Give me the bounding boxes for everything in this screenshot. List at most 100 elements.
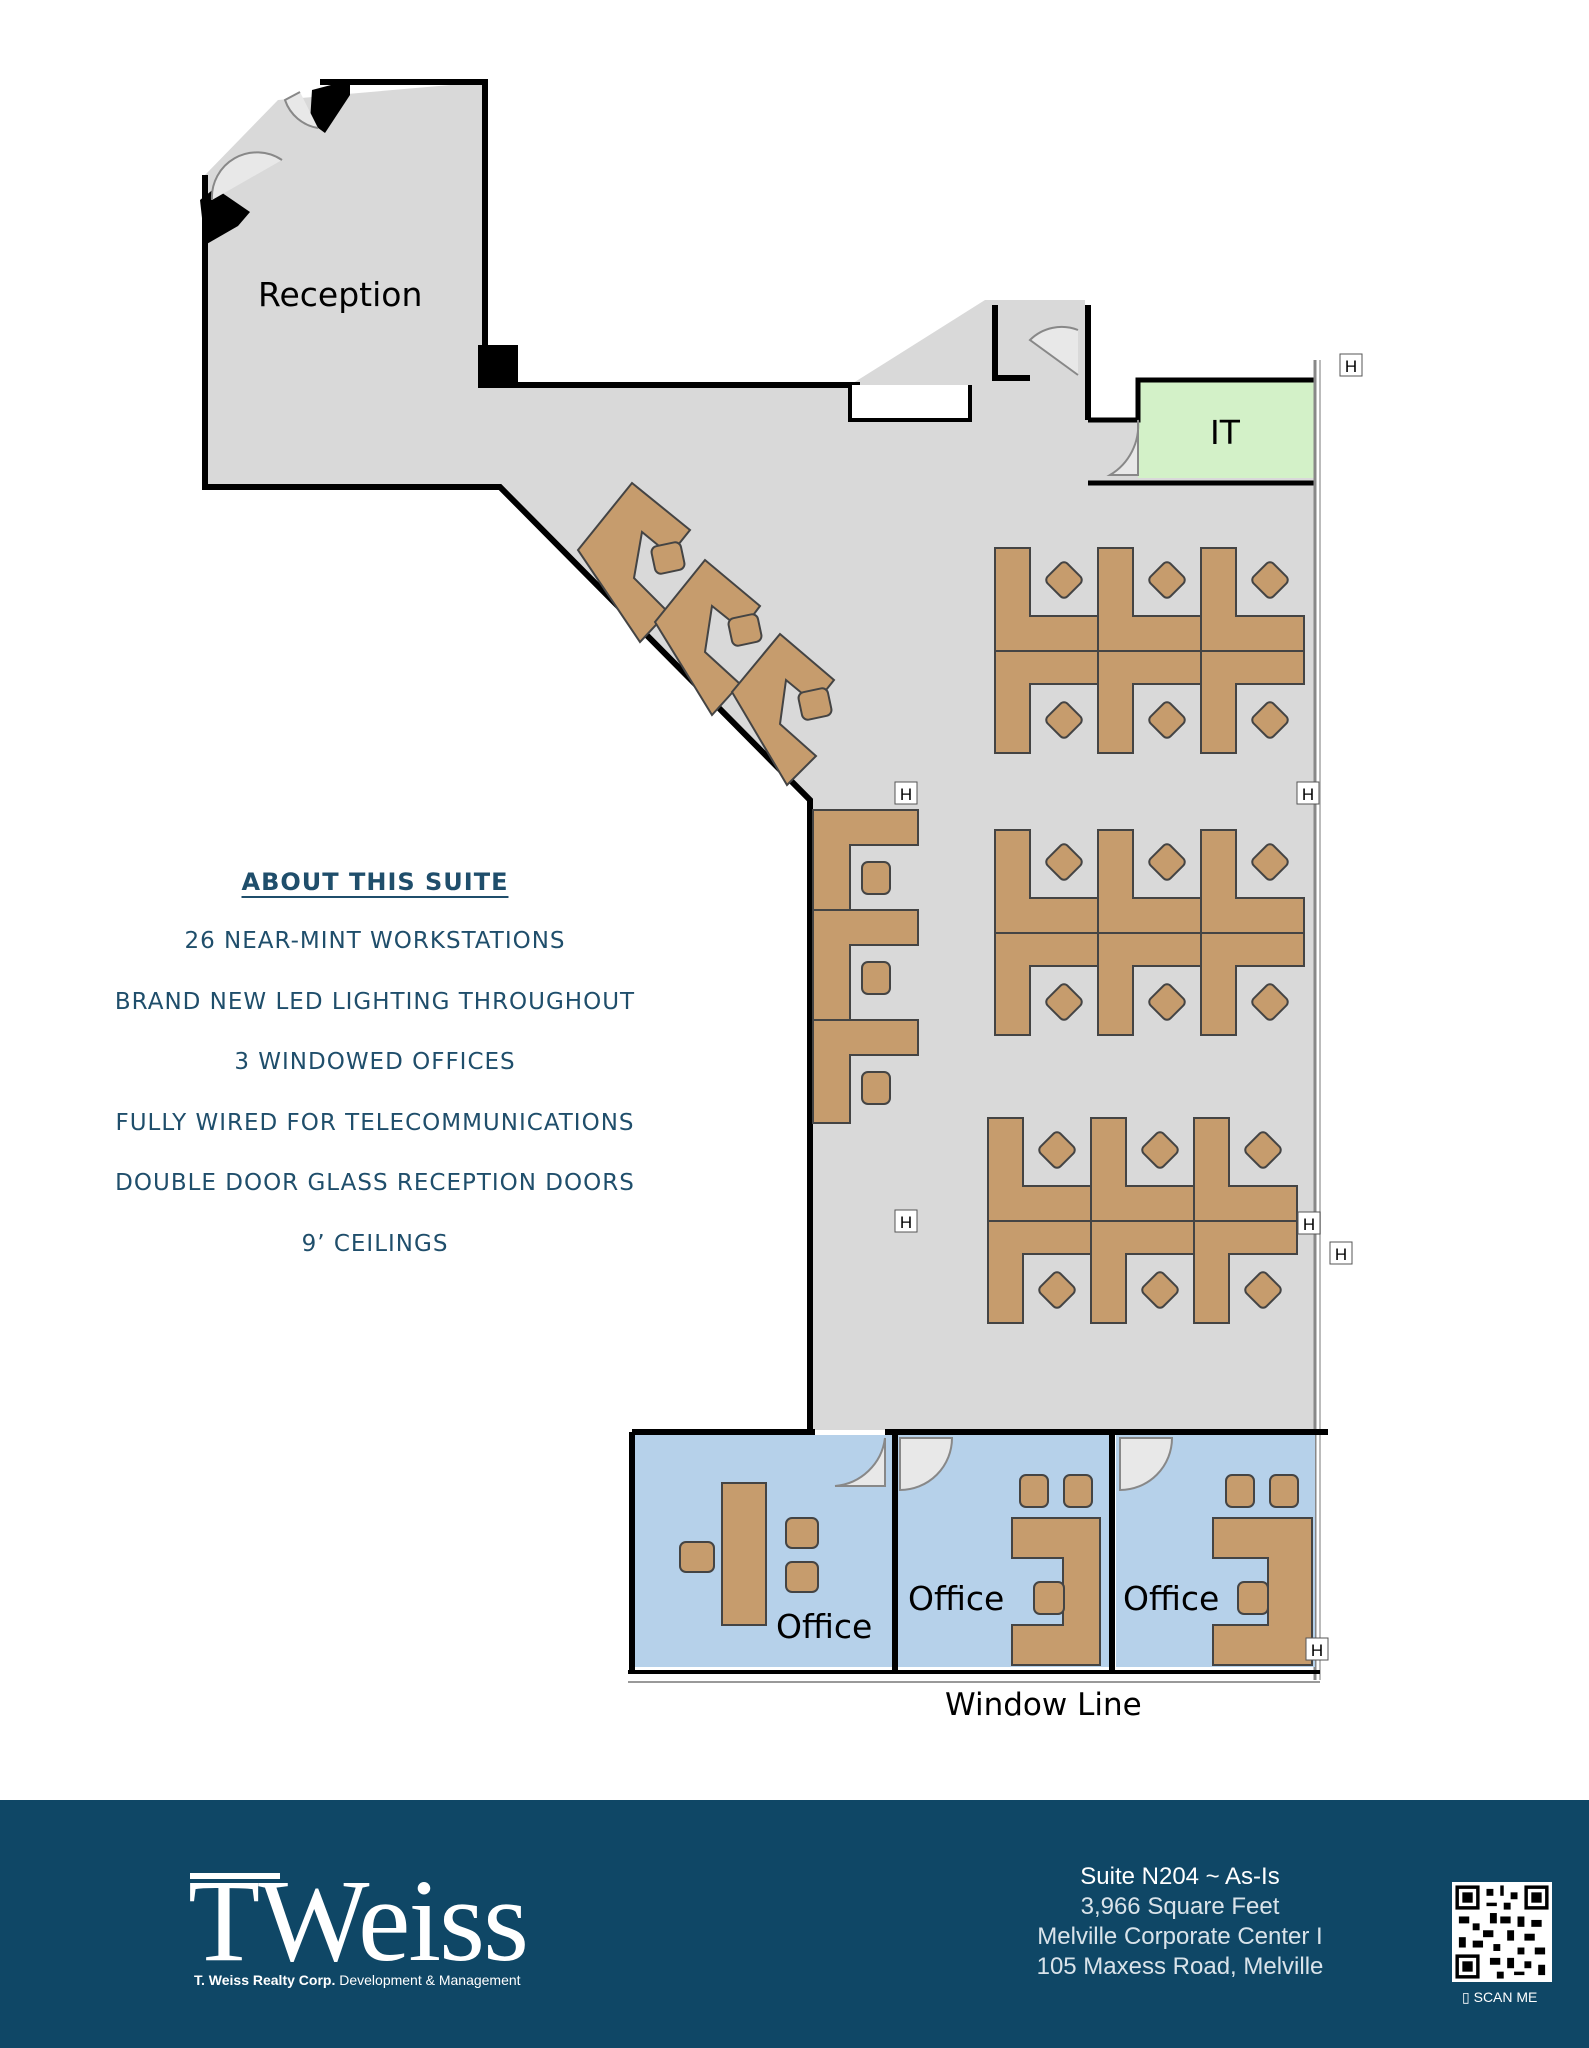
- company-tagline: Development & Management: [339, 1972, 521, 1988]
- workstation-chair: [1045, 983, 1083, 1021]
- scan-me-text: SCAN ME: [1473, 1989, 1538, 2005]
- office-3-door-arc: [1119, 1437, 1174, 1492]
- about-feature: DOUBLE DOOR GLASS RECEPTION DOORS: [115, 1170, 635, 1196]
- window-line-label: Window Line: [945, 1687, 1142, 1723]
- reception-top-wall: [320, 79, 860, 388]
- workstation-chair: [650, 541, 686, 575]
- workstation: [1200, 932, 1305, 1036]
- office-2-door-arc: [899, 1437, 954, 1492]
- workstation: [1200, 650, 1305, 754]
- office-walls: [629, 1429, 1328, 1672]
- office-1-chair: [679, 1541, 715, 1573]
- reception-label: Reception: [258, 275, 422, 314]
- heat-marker-label: H: [900, 1213, 912, 1232]
- about-feature: 9’ CEILINGS: [301, 1230, 449, 1257]
- office-3-chair: [1269, 1474, 1299, 1508]
- workstation-chair: [1141, 1131, 1179, 1169]
- heat-marker-label: H: [1311, 1641, 1323, 1660]
- workstation-chair: [1244, 1131, 1282, 1169]
- top-nook-wall: [992, 305, 1030, 381]
- top-door-arc: [1028, 325, 1079, 376]
- diagonal-workstations: [576, 481, 836, 787]
- workstation-chair: [861, 961, 891, 995]
- top-closet: [848, 385, 972, 422]
- office-3-chair: [1237, 1581, 1269, 1615]
- workstation-chair: [797, 687, 833, 721]
- suite-title: Suite N204 ~ As-Is: [1080, 1863, 1280, 1890]
- it-door-arc: [1106, 419, 1140, 476]
- workstation-chair: [1251, 701, 1289, 739]
- workstation-chair: [1148, 561, 1186, 599]
- office-2-chair: [1033, 1581, 1065, 1615]
- workstation-chair: [727, 613, 763, 647]
- office-2-desk: [1011, 1517, 1101, 1666]
- workstation-pods: [987, 547, 1305, 1324]
- left-workstations: [812, 809, 919, 1124]
- heat-marker-label: H: [1302, 785, 1314, 804]
- suite-address: 105 Maxess Road, Melville: [1036, 1953, 1324, 1980]
- workstation: [812, 1019, 919, 1124]
- suite-floor: [205, 82, 1315, 1430]
- entry-wall-b: [200, 188, 250, 245]
- logo-bar: [190, 1873, 280, 1879]
- heat-marker: H: [894, 1209, 918, 1233]
- workstation-chair: [861, 861, 891, 895]
- heat-marker: H: [1329, 1241, 1353, 1265]
- about-features: 26 NEAR-MINT WORKSTATIONS BRAND NEW LED …: [60, 923, 690, 1286]
- heat-marker: H: [1296, 781, 1320, 805]
- workstation-chair: [1148, 983, 1186, 1021]
- office-3-desk: [1212, 1517, 1313, 1666]
- workstation: [730, 632, 836, 787]
- workstation-chair: [1251, 561, 1289, 599]
- it-room-walls: [1088, 377, 1315, 486]
- office-1-chair: [785, 1517, 819, 1549]
- office-3-label: Office: [1123, 1579, 1219, 1618]
- reception-door-arc-b: [210, 151, 283, 201]
- workstation: [576, 481, 692, 644]
- company-name: T. Weiss Realty Corp.: [194, 1972, 336, 1988]
- logo-tagline: T. Weiss Realty Corp. Development & Mana…: [194, 1972, 521, 1988]
- workstation: [1193, 1220, 1298, 1324]
- heat-marker-label: H: [1335, 1245, 1347, 1264]
- wall-column: [478, 345, 518, 388]
- about-title: ABOUT THIS SUITE: [241, 868, 509, 896]
- heat-marker-label: H: [1303, 1215, 1315, 1234]
- heat-marker: H: [894, 781, 918, 805]
- workstation-chair: [1038, 1271, 1076, 1309]
- reception-door-arc-a: [283, 91, 319, 129]
- office-1-label: Office: [776, 1607, 872, 1646]
- scan-me-label: ▯ SCAN ME: [1462, 1989, 1537, 2006]
- heat-marker: H: [1305, 1637, 1329, 1661]
- workstation-chair: [1244, 1271, 1282, 1309]
- workstation: [653, 558, 762, 717]
- heat-marker: H: [1297, 1211, 1321, 1235]
- workstation-chair: [1038, 1131, 1076, 1169]
- reception-walls: [202, 175, 813, 1430]
- entry-wall-a: [310, 80, 350, 133]
- office-2-chair: [1063, 1474, 1093, 1508]
- logo-wordmark: TWeiss: [188, 1855, 529, 1986]
- heat-marker-label: H: [900, 785, 912, 804]
- floor-plan: H H H H H H H Reception IT Office Office…: [200, 79, 1363, 1723]
- it-room: [1138, 380, 1315, 478]
- office-1-door-arc: [834, 1437, 886, 1487]
- office-1-table: [721, 1482, 767, 1626]
- t-weiss-logo: TWeiss T. Weiss Realty Corp. Development…: [188, 1855, 568, 1989]
- office-2-chair: [1019, 1474, 1049, 1508]
- it-label: IT: [1210, 413, 1241, 452]
- qr-code[interactable]: [1452, 1882, 1552, 1982]
- about-feature: 3 WINDOWED OFFICES: [234, 1049, 516, 1075]
- suite-building: Melville Corporate Center I: [1037, 1923, 1323, 1950]
- workstation-chair: [1045, 701, 1083, 739]
- about-feature: BRAND NEW LED LIGHTING THROUGHOUT: [114, 988, 636, 1015]
- about-feature: FULLY WIRED FOR TELECOMMUNICATIONS: [115, 1109, 635, 1136]
- workstation-chair: [1148, 701, 1186, 739]
- office-2-label: Office: [908, 1579, 1004, 1618]
- workstation-chair: [1045, 561, 1083, 599]
- workstation-chair: [861, 1071, 891, 1105]
- phone-icon: ▯: [1462, 1989, 1470, 2005]
- about-this-suite: ABOUT THIS SUITE 26 NEAR-MINT WORKSTATIO…: [60, 868, 690, 1286]
- footer: TWeiss T. Weiss Realty Corp. Development…: [0, 1800, 1589, 2048]
- heat-markers: H H H H H H H: [894, 353, 1363, 1661]
- workstation-chair: [1045, 843, 1083, 881]
